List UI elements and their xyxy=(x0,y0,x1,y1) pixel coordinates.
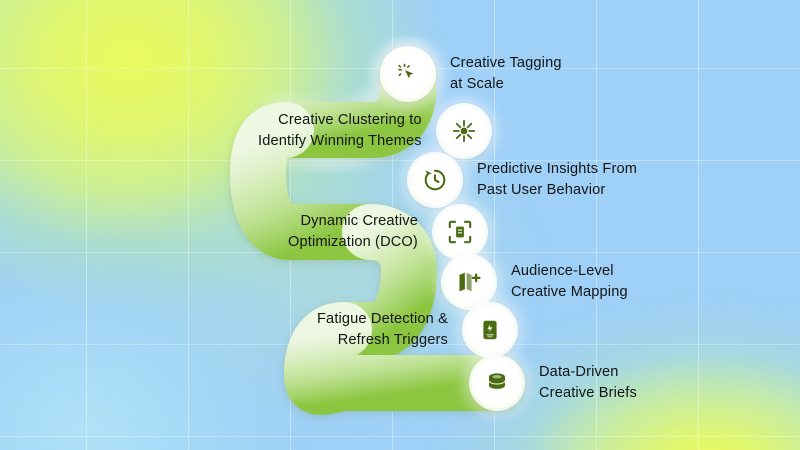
node-icon-fatigue-detection xyxy=(463,304,516,356)
node-dynamic-creative-optimization[interactable]: Dynamic Creative Optimization (DCO) xyxy=(288,206,486,258)
node-creative-clustering[interactable]: Creative Clustering to Identify Winning … xyxy=(258,105,490,157)
node-icon-data-driven-briefs xyxy=(471,357,523,409)
node-audience-level-mapping[interactable]: Audience-Level Creative Mapping xyxy=(443,256,628,308)
node-fatigue-detection[interactable]: Fatigue Detection & Refresh Triggers xyxy=(317,304,516,356)
scan-document-icon xyxy=(448,220,472,244)
background-glow-bottom-left xyxy=(0,250,300,450)
map-plus-icon xyxy=(459,272,481,292)
node-icon-creative-clustering xyxy=(437,105,490,157)
cursor-click-icon xyxy=(398,63,414,79)
node-data-driven-briefs[interactable]: Data-Driven Creative Briefs xyxy=(471,357,637,409)
node-label-dynamic-creative-optimization: Dynamic Creative Optimization (DCO) xyxy=(288,213,418,250)
node-label-creative-tagging: Creative Tagging at Scale xyxy=(450,55,562,92)
battery-low-icon xyxy=(483,320,497,340)
node-icon-audience-level-mapping xyxy=(443,256,495,308)
database-icon xyxy=(488,373,506,390)
node-creative-tagging[interactable]: Creative Tagging at Scale xyxy=(382,48,562,100)
node-label-predictive-insights: Predictive Insights From Past User Behav… xyxy=(477,161,638,198)
starburst-icon xyxy=(452,119,475,143)
node-label-data-driven-briefs: Data-Driven Creative Briefs xyxy=(539,364,637,401)
node-predictive-insights[interactable]: Predictive Insights From Past User Behav… xyxy=(409,154,637,206)
node-label-fatigue-detection: Fatigue Detection & Refresh Triggers xyxy=(317,311,448,348)
node-icon-predictive-insights xyxy=(409,154,461,206)
node-icon-creative-tagging xyxy=(382,48,434,100)
node-label-creative-clustering: Creative Clustering to Identify Winning … xyxy=(258,112,422,149)
node-label-audience-level-mapping: Audience-Level Creative Mapping xyxy=(511,263,628,300)
clock-rewind-icon xyxy=(424,169,446,191)
node-icon-dynamic-creative-optimization xyxy=(433,206,486,258)
